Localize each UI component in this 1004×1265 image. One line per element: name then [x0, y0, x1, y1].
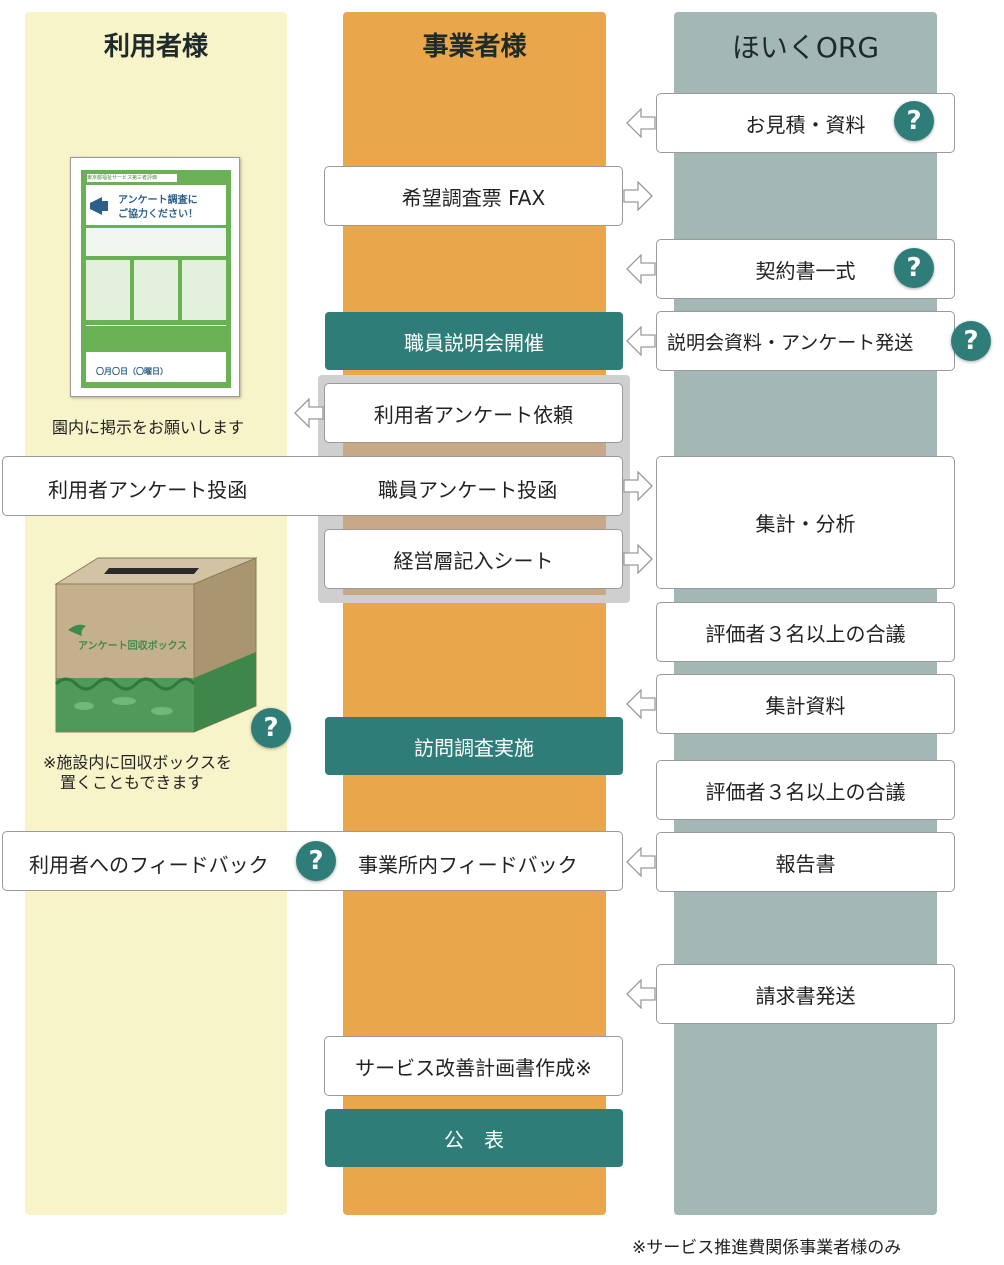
- poster-header: 東京都福祉サービス第三者評価: [87, 174, 177, 182]
- arrow-left-icon: [626, 979, 656, 1009]
- arrow-right-icon: [623, 544, 653, 574]
- org-briefing-materials-box: 説明会資料・アンケート発送: [656, 311, 955, 371]
- arrow-left-icon: [626, 326, 656, 356]
- arrow-right-icon: [623, 181, 653, 211]
- arrow-left-icon: [626, 254, 656, 284]
- poster-title-line2: ご協力ください！: [118, 209, 198, 220]
- survey-submit-strip: [2, 456, 623, 516]
- org-report-box: 報告書: [656, 832, 955, 892]
- biz-publish-box: 公 表: [325, 1109, 623, 1167]
- poster-date: 〇月〇日（〇曜日）: [96, 367, 168, 376]
- org-aggregate-materials-box: 集計資料: [656, 674, 955, 734]
- poster-panel-1: [86, 260, 130, 320]
- poster-body-text: [86, 228, 226, 256]
- org-evaluators-box-2: 評価者３名以上の合議: [656, 760, 955, 820]
- org-aggregate-analysis-box: 集計・分析: [656, 456, 955, 589]
- biz-improvement-plan-box: サービス改善計画書作成※: [324, 1036, 623, 1096]
- help-icon-user-feedback[interactable]: ?: [296, 841, 336, 881]
- poster-panel-3: [182, 260, 226, 320]
- help-icon-briefing[interactable]: ?: [951, 321, 991, 361]
- poster-title-panel: アンケート調査に ご協力ください！: [86, 185, 226, 225]
- biz-visit-survey-box: 訪問調査実施: [325, 717, 623, 775]
- biz-staff-briefing-box: 職員説明会開催: [325, 312, 623, 370]
- poster-title-line1: アンケート調査に: [118, 195, 198, 206]
- help-icon-collection-box[interactable]: ?: [251, 708, 291, 748]
- staff-survey-submit-label: 職員アンケート投函: [378, 478, 558, 502]
- survey-poster-image: 東京都福祉サービス第三者評価 アンケート調査に ご協力ください！ 〇月〇日（〇曜…: [70, 157, 240, 397]
- arrow-left-icon: [626, 689, 656, 719]
- biz-user-survey-request-box: 利用者アンケート依頼: [324, 383, 623, 443]
- internal-feedback-label: 事業所内フィードバック: [358, 853, 578, 877]
- footnote: ※サービス推進費関係事業者様のみ: [632, 1238, 902, 1258]
- help-icon-estimate[interactable]: ?: [894, 101, 934, 141]
- collection-box-image: [54, 557, 258, 733]
- arrow-left-icon: [626, 847, 656, 877]
- arrow-left-icon: [294, 398, 324, 428]
- collection-box-note-line1: ※施設内に回収ボックスを: [43, 753, 232, 772]
- biz-fax-box: 希望調査票 FAX: [324, 166, 623, 226]
- megaphone-icon: [90, 197, 108, 215]
- org-evaluators-box-1: 評価者３名以上の合議: [656, 602, 955, 662]
- poster-bottom-band: [86, 325, 226, 347]
- user-column-title: 利用者様: [103, 32, 208, 62]
- org-invoice-box: 請求書発送: [656, 964, 955, 1024]
- business-column-title: 事業者様: [422, 32, 527, 62]
- poster-caption: 園内に掲示をお願いします: [52, 418, 245, 437]
- collection-box-note-line2: 置くこともできます: [60, 773, 204, 792]
- poster-panel-2: [134, 260, 178, 320]
- poster-date-panel: 〇月〇日（〇曜日）: [86, 352, 226, 382]
- help-icon-contract[interactable]: ?: [894, 248, 934, 288]
- collection-box-label: アンケート回収ボックス: [78, 641, 188, 652]
- poster-frame: 東京都福祉サービス第三者評価 アンケート調査に ご協力ください！ 〇月〇日（〇曜…: [81, 170, 231, 388]
- org-column-title: ほいくORG: [731, 31, 880, 64]
- arrow-right-icon: [623, 471, 653, 501]
- biz-management-sheet-box: 経営層記入シート: [324, 529, 623, 589]
- user-feedback-label: 利用者へのフィードバック: [29, 853, 269, 877]
- user-survey-submit-label: 利用者アンケート投函: [48, 478, 248, 502]
- arrow-left-icon: [626, 108, 656, 138]
